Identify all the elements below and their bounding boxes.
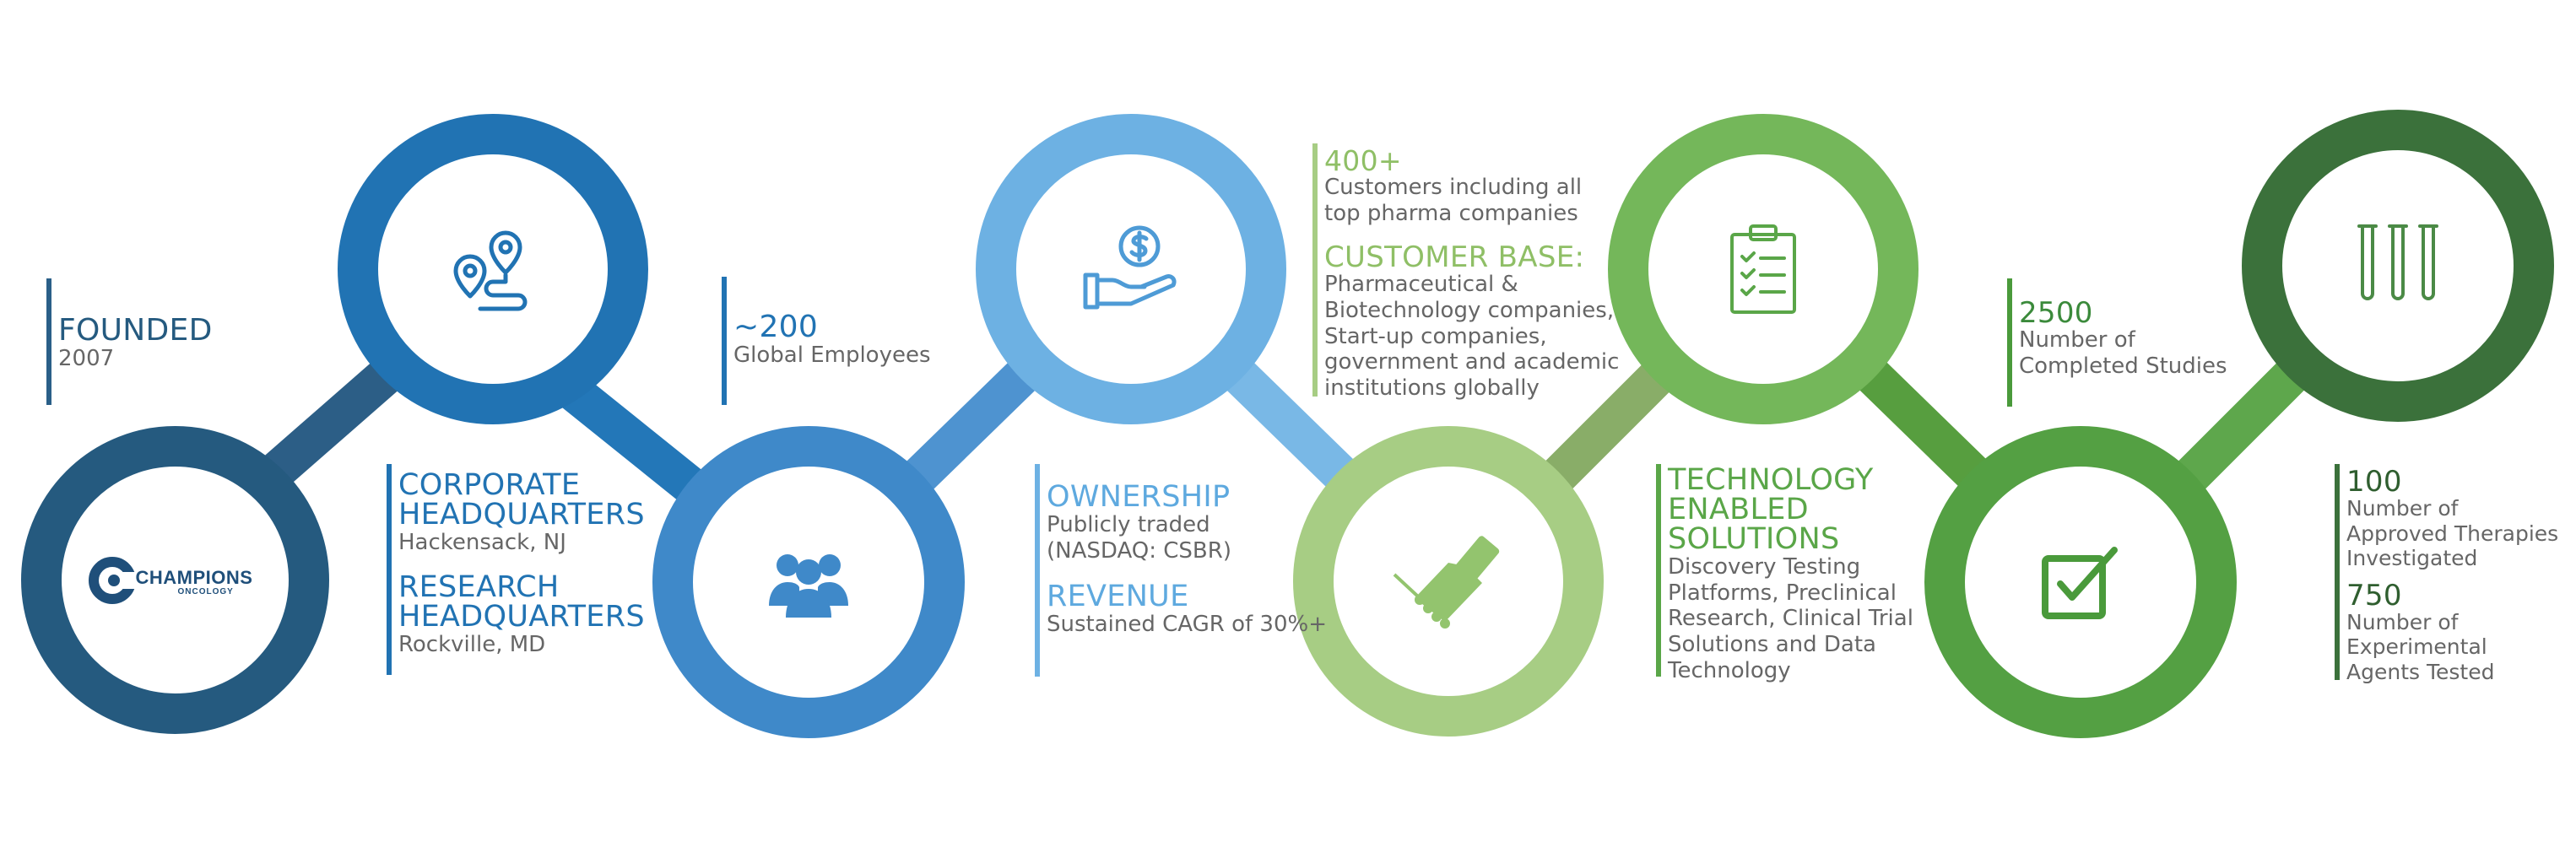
employees-text: Global Employees	[733, 343, 931, 368]
test-tubes-icon	[2357, 224, 2438, 300]
therapies-line-1: Number of	[2346, 496, 2459, 521]
technology-line-5: Technology	[1668, 657, 1791, 683]
founded-title: FOUNDED	[58, 313, 213, 348]
ownership-text-2: (NASDAQ: CSBR)	[1047, 537, 1231, 564]
technology-line-4: Solutions and Data	[1668, 632, 1876, 658]
agents-line-3: Agents Tested	[2346, 659, 2495, 684]
revenue-title: REVENUE	[1047, 580, 1189, 614]
research-hq-location: Rockville, MD	[398, 631, 546, 657]
customer-base-line-5: institutions globally	[1324, 375, 1540, 402]
corporate-hq-location: Hackensack, NJ	[398, 530, 566, 555]
studies-block: 2500 Number of Completed Studies	[2007, 278, 2227, 407]
founded-year: 2007	[58, 346, 115, 371]
headquarters-block: CORPORATE HEADQUARTERS Hackensack, NJ RE…	[387, 464, 645, 675]
therapies-title: 100	[2346, 465, 2402, 499]
ownership-block: OWNERSHIP Publicly traded (NASDAQ: CSBR)…	[1035, 464, 1327, 677]
research-hq-title-2: HEADQUARTERS	[398, 599, 645, 634]
handshake-icon	[1393, 536, 1500, 629]
technology-line-1: Discovery Testing	[1668, 554, 1861, 580]
therapies-block: 100 Number of Approved Therapies Investi…	[2335, 464, 2559, 684]
customers-circle	[1293, 426, 1604, 737]
employees-title: ~200	[733, 310, 819, 344]
research-hq-title-1: RESEARCH	[398, 569, 560, 604]
customer-base-line-2: Biotechnology companies,	[1324, 298, 1615, 324]
logo-circle: CHAMPIONS ONCOLOGY	[21, 426, 329, 734]
employees-block: ~200 Global Employees	[722, 277, 931, 405]
customer-base-line-3: Start-up companies,	[1324, 323, 1547, 349]
studies-title: 2500	[2019, 296, 2093, 330]
dollar-hand-icon	[1083, 225, 1177, 310]
technology-line-3: Research, Clinical Trial	[1668, 606, 1913, 632]
customer-base-line-1: Pharmaceutical &	[1324, 272, 1518, 298]
therapies-line-3: Investigated	[2346, 546, 2478, 570]
customer-base-line-4: government and academic	[1324, 349, 1620, 375]
champions-logo: CHAMPIONS ONCOLOGY	[87, 555, 264, 606]
logo-c-mark	[88, 556, 138, 604]
studies-circle	[1924, 426, 2237, 738]
people-icon	[769, 554, 848, 618]
customers-text-2: top pharma companies	[1324, 200, 1578, 226]
customers-block: 400+ Customers including all top pharma …	[1312, 143, 1620, 401]
founded-block: FOUNDED 2007	[46, 278, 213, 405]
studies-text-1: Number of	[2019, 327, 2135, 353]
agents-title: 750	[2346, 578, 2402, 612]
revenue-circle	[976, 114, 1286, 424]
technology-line-2: Platforms, Preclinical	[1668, 580, 1897, 606]
checkbox-icon	[2042, 547, 2118, 619]
logo-name: CHAMPIONS	[135, 566, 253, 588]
customers-title: 400+	[1324, 144, 1402, 177]
logo-sub: ONCOLOGY	[177, 586, 234, 596]
customers-text-1: Customers including all	[1324, 175, 1583, 200]
therapies-circle	[2242, 110, 2554, 422]
locations-circle	[338, 114, 648, 424]
employees-circle	[652, 426, 965, 738]
solutions-circle	[1608, 114, 1918, 424]
technology-title-3: SOLUTIONS	[1668, 522, 1840, 556]
corporate-hq-title-1: CORPORATE	[398, 468, 581, 502]
revenue-text: Sustained CAGR of 30%+	[1047, 612, 1327, 638]
agents-line-2: Experimental	[2346, 634, 2487, 659]
therapies-line-2: Approved Therapies	[2346, 521, 2559, 546]
customer-base-title: CUSTOMER BASE:	[1324, 240, 1585, 275]
ownership-text-1: Publicly traded	[1047, 512, 1210, 537]
agents-line-1: Number of	[2346, 609, 2459, 634]
technology-title-2: ENABLED	[1668, 493, 1809, 526]
ownership-title: OWNERSHIP	[1047, 480, 1231, 514]
clipboard-checklist-icon	[1730, 224, 1796, 314]
studies-text-2: Completed Studies	[2019, 353, 2227, 379]
technology-block: TECHNOLOGY ENABLED SOLUTIONS Discovery T…	[1656, 463, 1913, 683]
map-pins-icon	[453, 230, 528, 311]
technology-title-1: TECHNOLOGY	[1668, 463, 1874, 497]
corporate-hq-title-2: HEADQUARTERS	[398, 498, 645, 532]
